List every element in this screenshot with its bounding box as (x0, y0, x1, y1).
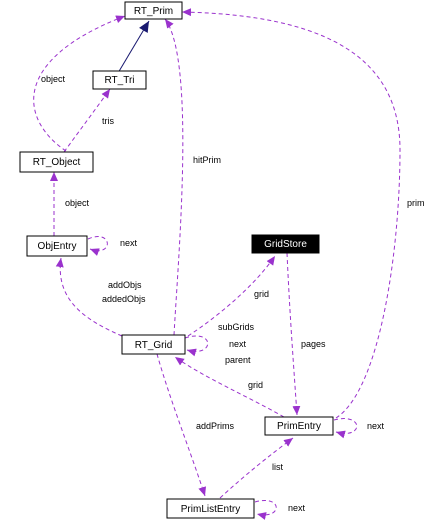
edge-pages (286, 252, 301, 416)
node-label-rt-prim: RT_Prim (134, 6, 173, 17)
edge-tris (63, 88, 111, 153)
edge-rttri-inherits-rtprim (117, 20, 150, 74)
node-rt-object[interactable]: RT_Object (19, 151, 94, 173)
node-primentry[interactable]: PrimEntry (264, 416, 334, 436)
edge-primlistentry-next-loop (254, 500, 277, 520)
edge-label-next-primentry: next (367, 421, 385, 431)
node-rt-tri[interactable]: RT_Tri (92, 70, 147, 90)
edge-primentry-grid (174, 356, 285, 418)
edge-objentry-next-loop (87, 236, 108, 256)
edge-label-next-grid: next (229, 339, 247, 349)
node-rt-grid[interactable]: RT_Grid (121, 334, 186, 355)
edge-prim (181, 8, 401, 419)
edge-label-object-objentry: object (65, 198, 90, 208)
node-label-primlistentry: PrimListEntry (181, 504, 240, 515)
edge-label-grid-gridstore: grid (254, 289, 269, 299)
node-rt-prim[interactable]: RT_Prim (124, 1, 183, 20)
edge-label-prim: prim (407, 198, 425, 208)
edge-list (219, 437, 294, 499)
node-objentry[interactable]: ObjEntry (26, 235, 88, 257)
edge-gridstore-grid (187, 255, 276, 337)
edge-primentry-next-loop (333, 418, 358, 439)
node-label-gridstore: GridStore (264, 239, 307, 250)
edge-label-addprims: addPrims (196, 421, 235, 431)
edge-label-addobjs: addObjs (108, 280, 142, 290)
edge-label-addedobjs: addedObjs (102, 294, 146, 304)
node-label-primentry: PrimEntry (277, 421, 321, 432)
edge-label-grid-primentry: grid (248, 380, 263, 390)
edge-label-tris: tris (102, 116, 114, 126)
edge-label-object-prim: object (41, 74, 66, 84)
edge-label-hitprim: hitPrim (193, 155, 221, 165)
edge-label-subgrids: subGrids (218, 322, 255, 332)
node-gridstore[interactable]: GridStore (251, 234, 320, 254)
edge-label-parent: parent (225, 355, 251, 365)
node-primlistentry[interactable]: PrimListEntry (166, 498, 255, 519)
node-label-objentry: ObjEntry (38, 241, 77, 252)
edge-addprims (156, 353, 207, 497)
edge-label-next-primlist: next (288, 503, 306, 513)
node-label-rt-grid: RT_Grid (135, 340, 173, 351)
edge-label-list: list (272, 462, 283, 472)
edge-label-pages: pages (301, 339, 326, 349)
edge-hitprim (164, 18, 184, 336)
node-label-rt-object: RT_Object (33, 157, 81, 168)
edge-label-next-objentry: next (120, 238, 138, 248)
edge-rtgrid-self-loop (184, 335, 209, 357)
node-label-rt-tri: RT_Tri (105, 75, 135, 86)
